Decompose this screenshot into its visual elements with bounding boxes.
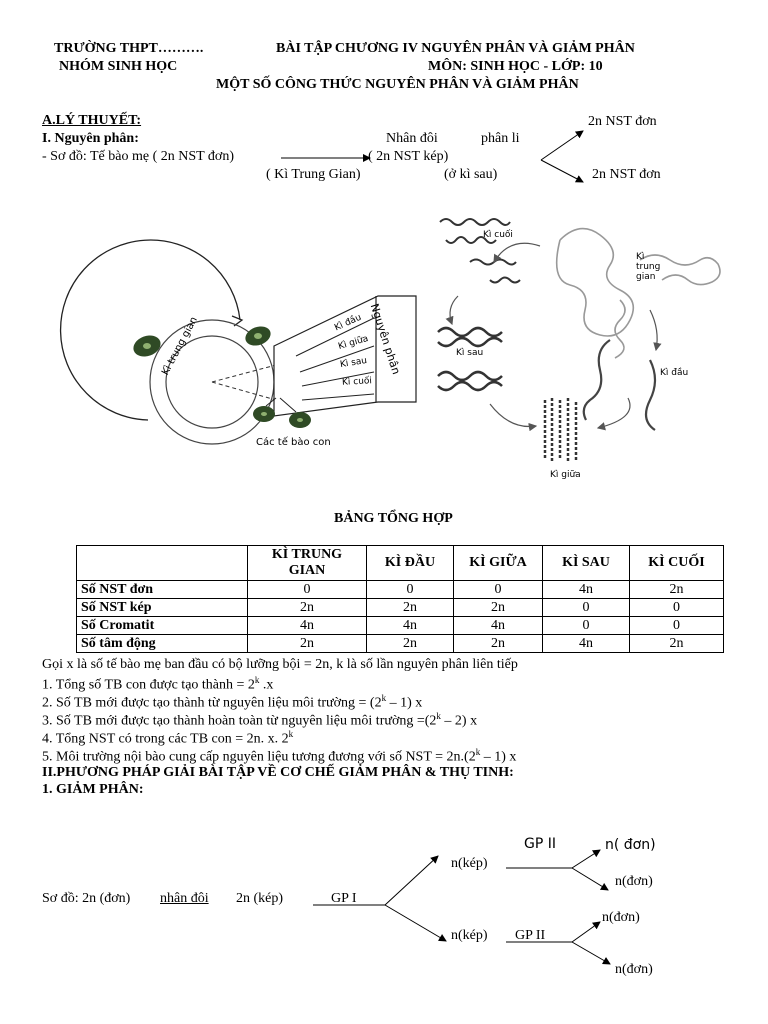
cycle-telophase-label: Kì cuối: [483, 230, 513, 240]
table-row: Số Cromatit 4n 4n 4n 0 0: [76, 616, 724, 635]
cycle-interphase-stage-label: Kì trung gian: [636, 252, 661, 282]
subject-line: MÔN: SINH HỌC - LỚP: 10: [428, 59, 603, 74]
double-chromosome-label: ( 2n NST kép): [368, 149, 449, 164]
mitosis-title: . Nguyên phân:: [47, 131, 139, 146]
document-title: BÀI TẬP CHƯƠNG IV NGUYÊN PHÂN VÀ GIẢM PH…: [276, 41, 635, 56]
formula-3-exponent: k: [436, 711, 441, 721]
meiosis-n-kep-bottom: n(kép): [451, 928, 488, 943]
mitosis-number: I: [42, 131, 48, 146]
cycle-anaphase-label: Kì sau: [456, 348, 484, 358]
meiosis-gp2-top-label: GP II: [524, 836, 556, 852]
meiosis-2n-kep: 2n (kép): [236, 891, 284, 906]
formula-5: 5. Môi trường nội bào cung cấp nguyên li…: [42, 747, 516, 766]
document-subtitle: MỘT SỐ CÔNG THỨC NGUYÊN PHÂN VÀ GIẢM PHÂ…: [216, 77, 579, 92]
formula-1: 1. Tổng số TB con được tạo thành = 2k .x: [42, 675, 273, 694]
cycle-metaphase-label: Kì giữa: [550, 470, 581, 480]
formula-5-text: 5. Môi trường nội bào cung cấp nguyên li…: [42, 749, 476, 765]
formula-5-tail: – 1) x: [480, 749, 517, 765]
meiosis-n-kep-top: n(kép): [451, 856, 488, 871]
formula-2-tail: – 1) x: [386, 695, 423, 711]
table-cell: 2n: [629, 634, 724, 653]
table-cell: 2n: [366, 634, 454, 653]
formula-intro: Gọi x là số tế bào mẹ ban đầu có bộ lưỡn…: [42, 657, 518, 672]
replicate-label: Nhân đôi: [386, 131, 438, 146]
meiosis-n-don-1: n( đơn): [605, 837, 656, 853]
school-name: TRƯỜNG THPT……….: [54, 41, 204, 56]
formula-1-tail: .x: [259, 677, 274, 693]
meiosis-schema-label: Sơ đồ: 2n (đơn): [42, 891, 131, 906]
anaphase-note: (ở kì sau): [444, 167, 498, 182]
formula-3-tail: – 2) x: [440, 713, 478, 729]
table-cell: 4n: [542, 580, 630, 599]
summary-header-row: KÌ TRUNG GIAN KÌ ĐẦU KÌ GIỮA KÌ SAU KÌ C…: [76, 545, 724, 581]
row-label: Số Cromatit: [76, 616, 248, 635]
summary-header-blank: [76, 545, 248, 581]
table-row: Số NST kép 2n 2n 2n 0 0: [76, 598, 724, 617]
summary-header-metaphase: KÌ GIỮA: [453, 545, 543, 581]
table-cell: 4n: [542, 634, 630, 653]
formula-1-text: 1. Tổng số TB con được tạo thành = 2: [42, 677, 255, 693]
mitosis-schema-label: - Sơ đồ: Tế bào mẹ ( 2n NST đơn): [42, 149, 234, 164]
formula-4: 4. Tổng NST có trong các TB con = 2n. x.…: [42, 729, 293, 748]
row-label: Số NST đơn: [76, 580, 248, 599]
arrow-split-top: [540, 130, 584, 161]
single-chromosome-top: 2n NST đơn: [588, 114, 657, 129]
table-cell: 2n: [247, 634, 367, 653]
group-name: NHÓM SINH HỌC: [59, 59, 178, 74]
meiosis-gp2-bottom-label: GP II: [515, 928, 546, 943]
interphase-label: ( Kì Trung Gian): [266, 167, 361, 182]
section2-heading: II.PHƯƠNG PHÁP GIẢI BÀI TẬP VỀ CƠ CHẾ GI…: [42, 765, 514, 780]
formula-1-exponent: k: [254, 675, 260, 685]
formula-4-exponent: k: [288, 729, 294, 739]
meiosis-n-don-2: n(đơn): [615, 874, 653, 889]
summary-title: BẢNG TỔNG HỢP: [334, 511, 453, 526]
table-row: Số tâm động 2n 2n 2n 4n 2n: [76, 634, 724, 653]
summary-header-prophase: KÌ ĐẦU: [366, 545, 454, 581]
table-row: Số NST đơn 0 0 0 4n 2n: [76, 580, 724, 599]
summary-table: KÌ TRUNG GIAN KÌ ĐẦU KÌ GIỮA KÌ SAU KÌ C…: [76, 545, 724, 653]
formula-4-text: 4. Tổng NST có trong các TB con = 2n. x.…: [42, 731, 289, 747]
summary-header-interphase: KÌ TRUNG GIAN: [247, 545, 367, 581]
daughter-cells-label: Các tế bào con: [256, 437, 331, 448]
mitosis-heading: I. Nguyên phân:: [42, 131, 139, 147]
formula-2-text: 2. Số TB mới được tạo thành từ nguyên li…: [42, 695, 382, 711]
formula-5-exponent: k: [475, 747, 481, 757]
meiosis-gp1-label: GP I: [331, 891, 357, 906]
meiosis-replicate-label: nhân đôi: [160, 891, 209, 906]
formula-2: 2. Số TB mới được tạo thành từ nguyên li…: [42, 693, 422, 712]
row-label: Số tâm động: [76, 634, 248, 653]
formula-3-text: 3. Số TB mới được tạo thành hoàn toàn từ…: [42, 713, 437, 729]
summary-header-telophase: KÌ CUỐI: [629, 545, 724, 581]
meiosis-n-don-4: n(đơn): [615, 962, 653, 977]
cycle-prophase-label: Kì đầu: [660, 368, 689, 378]
meiosis-n-don-3: n(đơn): [602, 910, 640, 925]
single-chromosome-bottom: 2n NST đơn: [592, 167, 661, 182]
theory-heading: A.LÝ THUYẾT:: [42, 113, 142, 128]
formula-3: 3. Số TB mới được tạo thành hoàn toàn từ…: [42, 711, 477, 730]
separate-label: phân li: [481, 131, 520, 146]
formula-2-exponent: k: [381, 693, 387, 703]
arrow-split-bottom: [540, 159, 584, 183]
section2-subheading: 1. GIẢM PHÂN:: [42, 782, 144, 797]
